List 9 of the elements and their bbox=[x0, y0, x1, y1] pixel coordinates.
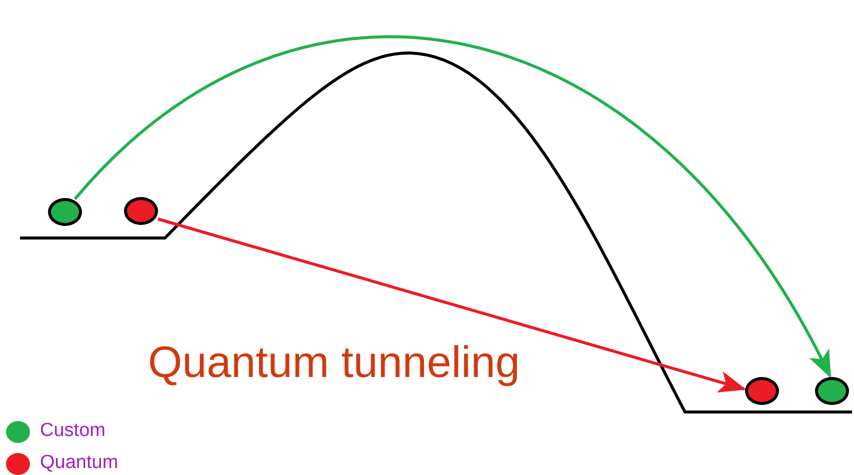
legend-label: Quantum bbox=[40, 452, 118, 474]
ball-circle bbox=[124, 197, 158, 225]
arrow bbox=[158, 218, 746, 392]
ball-circle bbox=[745, 377, 779, 405]
arrow bbox=[74, 36, 832, 378]
legend-label: Custom bbox=[40, 420, 106, 442]
ball-circle bbox=[48, 198, 82, 226]
heading-text: Quantum tunneling bbox=[148, 338, 520, 388]
ball-circle bbox=[815, 377, 849, 405]
